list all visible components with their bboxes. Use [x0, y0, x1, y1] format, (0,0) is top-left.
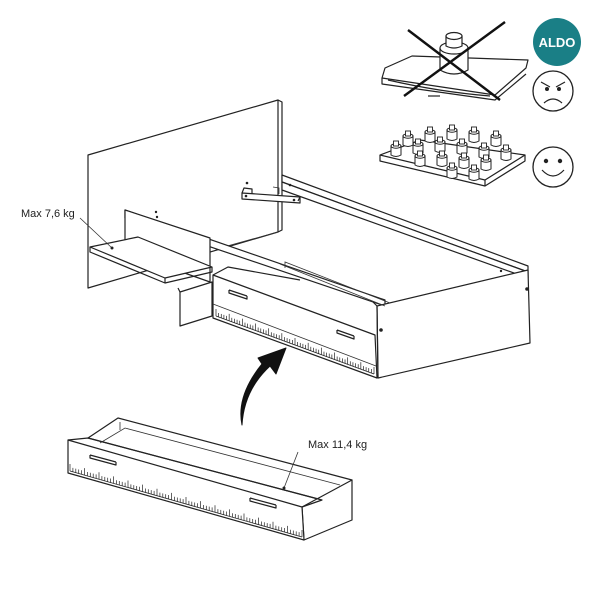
- weight-piece: [458, 152, 470, 169]
- aldo-logo: ALDO: [533, 18, 581, 66]
- weight-piece: [480, 154, 492, 171]
- shelf-weight-label: Max 7,6 kg: [21, 208, 75, 220]
- insert-arrow: [240, 347, 287, 426]
- happy-face-icon: [532, 146, 574, 188]
- weight-piece: [436, 150, 448, 167]
- drawer-leader-line: [283, 451, 299, 489]
- weight-piece: [434, 136, 446, 153]
- weight-piece: [390, 140, 402, 157]
- weight-piece: [446, 124, 458, 141]
- detached-drawer: [67, 417, 353, 541]
- side-shelf: [89, 236, 213, 327]
- weight-piece: [500, 144, 512, 161]
- installed-drawer: [212, 266, 378, 379]
- weight-piece: [468, 164, 480, 181]
- shelf-leader-line: [79, 217, 113, 249]
- weight-piece: [424, 126, 436, 143]
- weight-piece: [414, 150, 426, 167]
- logo-text: ALDO: [539, 35, 576, 50]
- weight-piece: [468, 126, 480, 143]
- weight-piece: [402, 130, 414, 147]
- weight-piece: [456, 138, 468, 155]
- angry-face-icon: [532, 70, 574, 112]
- drawer-weight-label: Max 11,4 kg: [308, 439, 368, 451]
- metal-bracket: [241, 181, 301, 204]
- weight-piece: [446, 162, 458, 179]
- distributed-weights-icon: [379, 124, 526, 187]
- single-weight-crossed-icon: [381, 21, 529, 101]
- weight-piece: [490, 130, 502, 147]
